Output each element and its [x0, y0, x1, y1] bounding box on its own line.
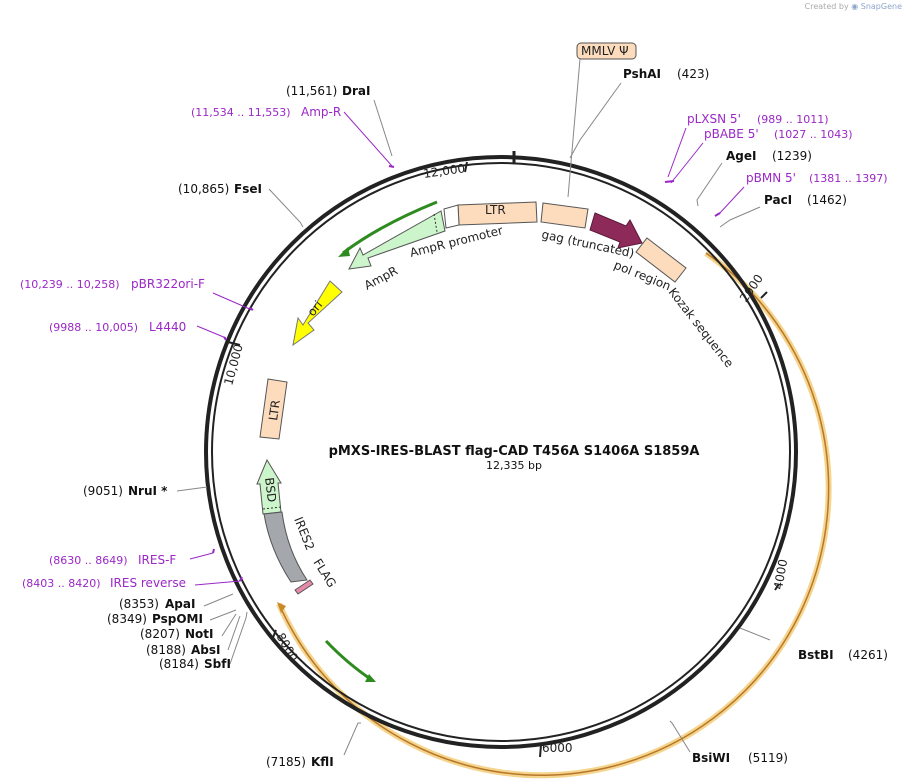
enzyme-drai-pos: (11,561)	[286, 84, 337, 98]
tick-marks	[227, 161, 780, 758]
enzyme-paci-pos: (1462)	[807, 193, 847, 207]
backbone-outer-circle	[204, 155, 798, 749]
feature-ampr	[348, 210, 446, 270]
primer-ampr-name: Amp-R	[301, 105, 341, 119]
plasmid-title: pMXS-IRES-BLAST flag-CAD T456A S1406A S1…	[329, 444, 700, 459]
primer-l4440-pos: (9988 .. 10,005)	[49, 321, 138, 334]
enzyme-fsei-pos: (10,865)	[178, 182, 229, 196]
feature-ires2	[263, 511, 308, 583]
primer-plxsn-name: pLXSN 5'	[687, 112, 741, 126]
feature-gag	[540, 202, 589, 229]
orange-region-arc-inner	[278, 252, 830, 776]
enzyme-apai-pos: (8353)	[119, 597, 159, 611]
enzyme-bsiwi-pos: (5119)	[748, 751, 788, 765]
bottom-green-arc	[324, 639, 373, 682]
enzyme-absi-pos: (8188)	[146, 643, 186, 657]
primer-pbmn-pos: (1381 .. 1397)	[809, 172, 888, 185]
enzyme-apai: ApaI	[165, 597, 195, 611]
credit-prefix: Created by	[804, 2, 849, 11]
enzyme-noti: NotI	[185, 627, 214, 641]
primer-iresrev-pos: (8403 .. 8420)	[22, 577, 101, 590]
primer-pbr322-name: pBR322ori-F	[131, 277, 205, 291]
enzyme-sbfi-pos: (8184)	[159, 657, 199, 671]
mmlv-psi-leader	[567, 58, 581, 198]
feature-bsd-label: BSD	[262, 477, 279, 503]
primer-pbabe-name: pBABE 5'	[704, 127, 759, 141]
enzyme-kfli: KflI	[311, 755, 334, 769]
primer-leader-lines	[189, 111, 745, 586]
enzyme-agei: AgeI	[726, 149, 756, 163]
created-by-credit: Created by ◉ SnapGene	[805, 2, 902, 11]
enzyme-absi: AbsI	[191, 643, 220, 657]
orange-region-arc	[276, 250, 832, 779]
enzyme-nrui: NruI *	[128, 484, 168, 498]
enzyme-noti-pos: (8207)	[140, 627, 180, 641]
enzyme-pshai-pos: (423)	[677, 67, 709, 81]
enzyme-pspomi: PspOMI	[152, 612, 203, 626]
ampr-green-arc	[342, 200, 438, 255]
orange-arc-arrowhead	[277, 602, 286, 613]
feature-ltr-top-label: LTR	[485, 203, 506, 217]
enzyme-drai: DraI	[342, 84, 370, 98]
mmlv-psi-label: MMLV Ψ	[581, 44, 629, 58]
enzyme-sbfi: SbfI	[204, 657, 231, 671]
tick-label-4000: 4000	[771, 558, 790, 591]
feature-flag	[294, 579, 314, 595]
feature-ltr-left	[259, 378, 288, 440]
enzyme-fsei: FseI	[234, 182, 262, 196]
bsd-dotted-divider	[262, 506, 282, 510]
primer-iresrev-name: IRES reverse	[110, 576, 186, 590]
enzyme-pspomi-pos: (8349)	[107, 612, 147, 626]
enzyme-leader-lines	[176, 82, 771, 756]
enzyme-bstbi: BstBI	[798, 648, 834, 662]
enzyme-agei-pos: (1239)	[772, 149, 812, 163]
feature-ampr-promoter	[443, 204, 460, 229]
feature-ltr-left-label: LTR	[266, 399, 283, 421]
snapgene-logo-icon: ◉	[851, 2, 859, 11]
primer-pbabe-pos: (1027 .. 1043)	[774, 128, 853, 141]
plasmid-size: 12,335 bp	[486, 459, 542, 472]
feature-ires2-label: IRES2	[291, 515, 317, 552]
primer-l4440-name: L4440	[149, 320, 186, 334]
tick-label-6000: 6000	[542, 741, 573, 755]
feature-ori	[292, 280, 343, 347]
bottom-green-arrowhead	[365, 674, 376, 682]
primer-pbr322-pos: (10,239 .. 10,258)	[20, 278, 120, 291]
primer-plxsn-pos: (989 .. 1011)	[757, 113, 829, 126]
enzyme-bsiwi: BsiWI	[692, 751, 730, 765]
enzyme-paci: PacI	[764, 193, 792, 207]
feature-pol-region	[589, 212, 643, 249]
ampr-dotted-divider	[433, 213, 438, 233]
credit-brand: SnapGene	[860, 2, 902, 11]
enzyme-kfli-pos: (7185)	[266, 755, 306, 769]
mmlv-psi-box	[576, 42, 637, 60]
primer-iresf-name: IRES-F	[138, 553, 176, 567]
primer-ampr-pos: (11,534 .. 11,553)	[191, 106, 291, 119]
feature-kozak-label: Kozak sequence	[666, 285, 737, 370]
enzyme-bstbi-pos: (4261)	[848, 648, 888, 662]
enzyme-pshai: PshAI	[623, 67, 661, 81]
primer-marks	[212, 165, 721, 582]
tick-label-12000: 12,000	[422, 161, 466, 181]
enzyme-nrui-pos: (9051)	[83, 484, 123, 498]
feature-ampr-label: AmpR	[362, 263, 400, 292]
backbone-inner-circle	[211, 162, 791, 742]
feature-flag-label: FLAG	[310, 556, 338, 590]
primer-iresf-pos: (8630 .. 8649)	[49, 554, 128, 567]
feature-kozak	[635, 237, 687, 283]
primer-pbmn-name: pBMN 5'	[746, 171, 796, 185]
ampr-green-arrowhead	[338, 247, 350, 257]
